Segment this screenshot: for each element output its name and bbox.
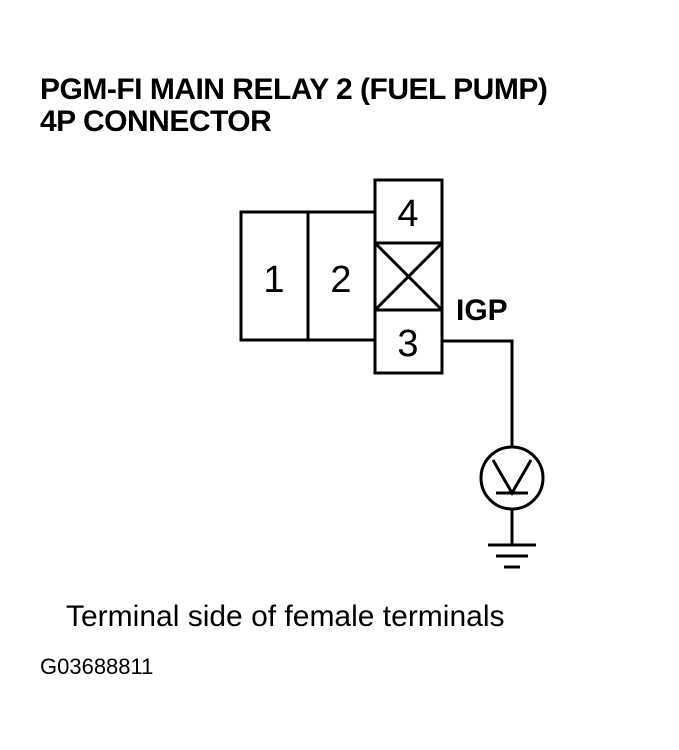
voltmeter-icon	[479, 445, 545, 511]
diagram-title: PGM-FI MAIN RELAY 2 (FUEL PUMP) 4P CONNE…	[40, 73, 548, 138]
connector-column	[373, 178, 444, 375]
title-line-2: 4P CONNECTOR	[40, 105, 272, 138]
pin-2-label: 2	[330, 259, 351, 301]
igp-label: IGP	[456, 294, 508, 327]
igp-wire	[442, 339, 514, 447]
ground-symbol-icon	[488, 543, 536, 569]
caption: Terminal side of female terminals	[66, 600, 505, 633]
pin-1-label: 1	[263, 259, 284, 301]
pin-4-label: 4	[397, 193, 418, 235]
figure-id: G03688811	[40, 654, 154, 679]
pin-3-label: 3	[397, 323, 418, 365]
title-line-1: PGM-FI MAIN RELAY 2 (FUEL PUMP)	[40, 73, 548, 106]
